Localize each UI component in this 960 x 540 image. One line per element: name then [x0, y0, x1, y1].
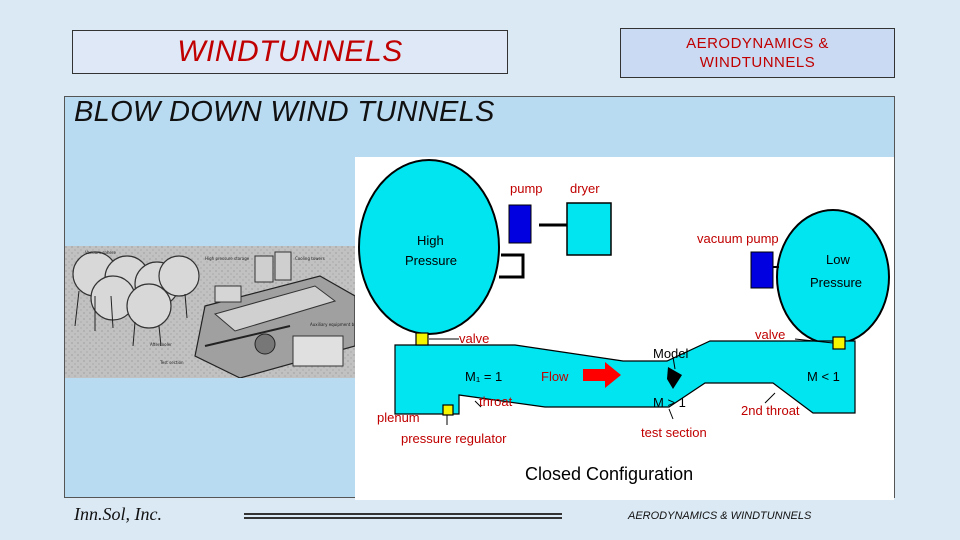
pump-pipe — [499, 253, 525, 279]
mach-gt-one-label: M > 1 — [653, 395, 686, 410]
vacuum-pump-label: vacuum pump — [697, 231, 779, 246]
svg-text:Test section: Test section — [159, 360, 184, 365]
flow-arrow-icon — [583, 362, 621, 388]
footer-divider — [244, 513, 562, 519]
slide-title: WINDTUNNELS — [177, 35, 403, 68]
svg-text:High pressure storage: High pressure storage — [205, 256, 250, 261]
svg-text:Cooling towers: Cooling towers — [295, 256, 325, 261]
model-icon — [667, 367, 682, 389]
high-pressure-label: Pressure — [405, 253, 457, 268]
model-label: Model — [653, 346, 689, 361]
test-section-label: test section — [641, 425, 707, 440]
facility-photo: Vacuum sphere High pressure storage Cool… — [65, 246, 355, 378]
vacuum-pump-icon — [750, 251, 774, 289]
throat-label: throat — [479, 394, 513, 409]
high-pressure-tank — [358, 159, 500, 335]
valve-right-label: valve — [755, 327, 785, 342]
valve-right-icon — [832, 336, 846, 350]
plenum-label: plenum — [377, 410, 420, 425]
mach-lt-one-label: M < 1 — [807, 369, 840, 384]
dryer-label: dryer — [570, 181, 600, 196]
header-badge: AERODYNAMICS & WINDTUNNELS — [620, 28, 895, 78]
pressure-regulator-label: pressure regulator — [401, 431, 507, 446]
mach-one-label: M₁ = 1 — [465, 369, 502, 384]
pressure-regulator-icon — [442, 404, 454, 416]
svg-text:Auxiliary equipment building: Auxiliary equipment building — [310, 322, 355, 327]
low-pressure-label: Pressure — [810, 275, 862, 290]
valve-left-icon — [415, 332, 429, 346]
low-label: Low — [826, 252, 850, 267]
svg-text:Vacuum sphere: Vacuum sphere — [85, 250, 116, 255]
diagram-caption: Closed Configuration — [525, 464, 693, 484]
pump-icon — [508, 204, 532, 244]
footer-company: Inn.Sol, Inc. — [74, 504, 162, 524]
tunnel-body — [394, 340, 856, 415]
footer-course: AERODYNAMICS & WINDTUNNELS — [628, 510, 812, 522]
slide-subtitle: BLOW DOWN WIND TUNNELS — [74, 96, 495, 128]
blowdown-diagram: pump dryer High Pressure vacuum pump Low… — [355, 157, 894, 500]
valve-left-label: valve — [459, 331, 489, 346]
high-label: High — [417, 233, 444, 248]
svg-text:Aftercooler: Aftercooler — [150, 342, 172, 347]
dryer-icon — [566, 202, 612, 256]
pump-label: pump — [510, 181, 543, 196]
header-badge-text: AERODYNAMICS & WINDTUNNELS — [686, 35, 829, 71]
title-box: WINDTUNNELS — [72, 30, 508, 74]
second-throat-label: 2nd throat — [741, 403, 800, 418]
flow-label: Flow — [541, 369, 569, 384]
